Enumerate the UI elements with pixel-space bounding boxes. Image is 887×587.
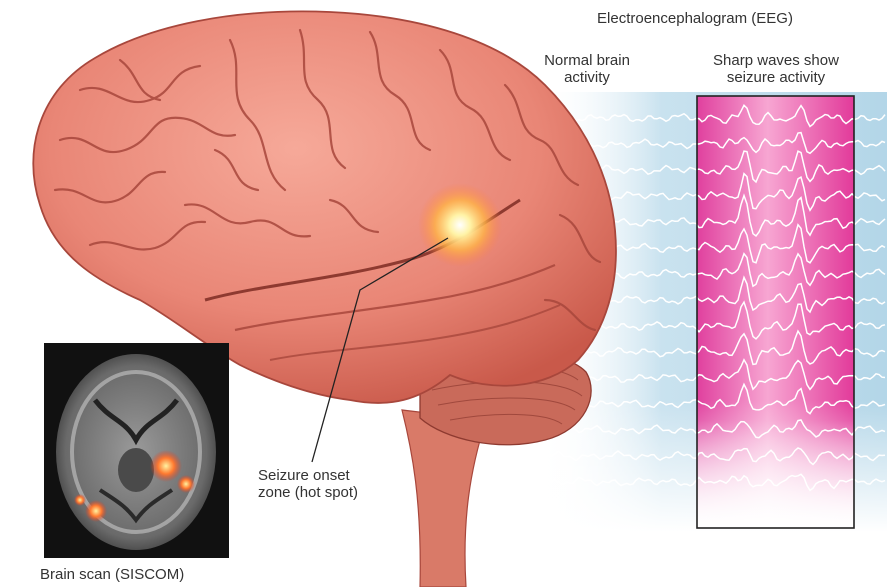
seizure-onset-line-2: zone (hot spot) — [258, 484, 368, 501]
brain-scan-caption: Brain scan (SISCOM) — [40, 566, 240, 583]
seizure-activity-label: Sharp waves show seizure activity — [686, 52, 866, 86]
seizure-hot-spot — [418, 183, 502, 267]
seizure-onset-line-1: Seizure onset — [258, 467, 368, 484]
brain-scan-image — [44, 343, 229, 558]
normal-activity-line-2: activity — [532, 69, 642, 86]
seizure-activity-line-1: Sharp waves show — [686, 52, 866, 69]
normal-activity-label: Normal brain activity — [532, 52, 642, 86]
seizure-onset-label: Seizure onset zone (hot spot) — [258, 467, 368, 501]
normal-activity-line-1: Normal brain — [532, 52, 642, 69]
seizure-activity-line-2: seizure activity — [686, 69, 866, 86]
eeg-title: Electroencephalogram (EEG) — [565, 10, 825, 27]
